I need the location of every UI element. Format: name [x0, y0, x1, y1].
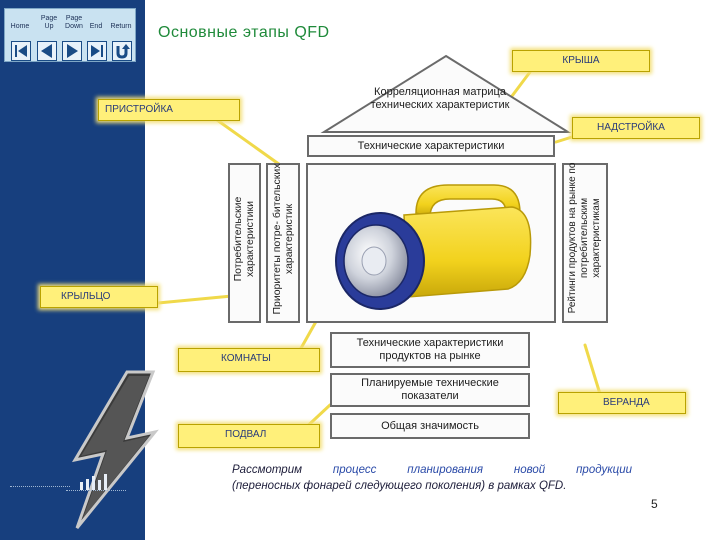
callout-rooms: КОМНАТЫ [178, 348, 320, 372]
return-arrow-icon [116, 44, 130, 59]
footer-word-5: продукции [576, 464, 632, 476]
planned-tech-box: Планируемые технические показатели [330, 373, 530, 407]
tech-characteristics-text: Технические характеристики [357, 140, 505, 152]
arrow-right-icon [67, 44, 78, 58]
flashlight-image [335, 184, 532, 310]
nav-return-label: Return [110, 23, 132, 30]
logo-line-right [66, 490, 126, 491]
footer-word-1: Рассмотрим [232, 464, 302, 476]
callout-roof: КРЫША [512, 50, 650, 72]
footer-word-2: процесс [332, 464, 377, 476]
logo-line-left [10, 486, 70, 487]
page-number: 5 [651, 497, 658, 511]
page-title: Основные этапы QFD [158, 24, 330, 41]
consumer-priorities-text: Приоритеты потре- бительских характерист… [271, 163, 295, 315]
callout-annex: ПРИСТРОЙКА [98, 99, 240, 121]
footer-word-3: планирования [407, 464, 484, 476]
house-roof [320, 54, 572, 133]
relationship-matrix-box [306, 163, 556, 323]
consumer-characteristics-box: Потребительские характеристики [228, 163, 261, 323]
overall-importance-text: Общая значимость [381, 420, 479, 432]
return-button[interactable] [112, 41, 132, 61]
page-up-button[interactable] [37, 41, 57, 61]
tech-characteristics-box: Технические характеристики [307, 135, 555, 157]
callout-veranda: ВЕРАНДА [558, 392, 686, 414]
footer-text: Рассмотрим процесс планирования новой пр… [232, 462, 632, 494]
roof-text: Корреляционная матрица технических харак… [370, 86, 510, 111]
footer-line-1: Рассмотрим процесс планирования новой пр… [232, 462, 632, 478]
skip-forward-icon [91, 45, 103, 57]
market-tech-text: Технические характеристики продуктов на … [356, 337, 504, 362]
end-button[interactable] [87, 41, 107, 61]
skip-back-icon [15, 45, 27, 57]
product-ratings-box: Рейтинги продуктов на рынке по потребите… [562, 163, 608, 323]
navigation-bar: Home Page Up Page Down End Return [4, 8, 136, 62]
nav-home-label: Home [10, 23, 30, 30]
footer-word-4: новой [513, 464, 546, 476]
page-down-button[interactable] [62, 41, 82, 61]
consumer-priorities-box: Приоритеты потре- бительских характерист… [266, 163, 300, 323]
consumer-characteristics-text: Потребительские характеристики [232, 196, 256, 282]
callout-basement: ПОДВАЛ [178, 424, 320, 448]
logo-bars-icon [80, 474, 107, 490]
planned-tech-text: Планируемые технические показатели [361, 377, 499, 402]
callout-superstructure: НАДСТРОЙКА [572, 117, 700, 139]
nav-page-up-label: Page Up [40, 15, 58, 30]
nav-end-label: End [89, 23, 103, 30]
nav-page-down-label: Page Down [65, 15, 83, 30]
home-button[interactable] [11, 41, 31, 61]
callout-porch: КРЫЛЬЦО [40, 286, 158, 308]
sidebar: Home Page Up Page Down End Return [0, 0, 159, 540]
footer-line-2: (переносных фонарей следующего поколения… [232, 480, 567, 492]
product-ratings-text: Рейтинги продуктов на рынке по потребите… [567, 162, 602, 314]
overall-importance-box: Общая значимость [330, 413, 530, 439]
market-tech-box: Технические характеристики продуктов на … [330, 332, 530, 368]
arrow-left-icon [41, 44, 52, 58]
